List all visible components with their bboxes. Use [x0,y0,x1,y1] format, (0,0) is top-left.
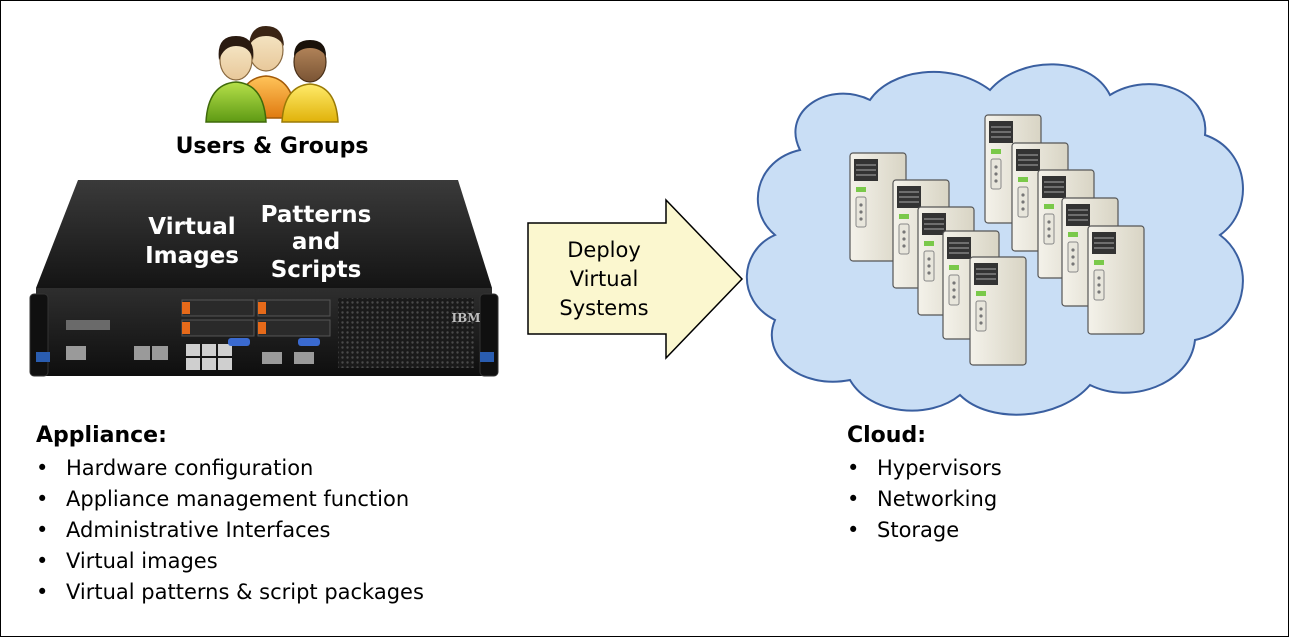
virtual-images-line-2: Images [145,243,239,269]
cloud-item: Networking [847,484,1002,515]
cloud-section: Cloud: Hypervisors Networking Storage [847,421,1002,546]
cloud-servers [849,114,1145,366]
cloud-title: Cloud: [847,423,927,448]
appliance-title: Appliance: [36,423,167,448]
deploy-arrow [527,198,744,360]
patterns-scripts-line-1: Patterns [261,202,372,228]
server-tower-icon [969,256,1027,366]
cloud-list: Hypervisors Networking Storage [847,453,1002,546]
deploy-label-line-1: Deploy [567,238,641,262]
patterns-scripts-line-2: and [292,229,340,255]
appliance-item: Appliance management function [36,484,424,515]
users-group-icon [205,26,339,123]
ibm-brand: IBM [451,311,480,325]
appliance-item: Virtual images [36,546,424,577]
server-tower-icon [1087,225,1145,335]
appliance-section: Appliance: Hardware configuration Applia… [36,421,424,608]
virtual-images-line-1: Virtual [148,214,235,240]
users-groups-label: Users & Groups [176,134,369,159]
deploy-label-line-3: Systems [559,296,648,320]
appliance-chassis [29,180,499,377]
appliance-list: Hardware configuration Appliance managem… [36,453,424,608]
patterns-scripts-line-3: Scripts [271,257,362,283]
appliance-item: Administrative Interfaces [36,515,424,546]
cloud-item: Storage [847,515,1002,546]
patterns-scripts-label: Patterns and Scripts [261,202,372,283]
cloud-item: Hypervisors [847,453,1002,484]
appliance-item: Hardware configuration [36,453,424,484]
deploy-label-line-2: Virtual [570,267,639,291]
appliance-item: Virtual patterns & script packages [36,577,424,608]
deploy-arrow-label: Deploy Virtual Systems [559,238,648,320]
virtual-images-label: Virtual Images [145,214,239,269]
